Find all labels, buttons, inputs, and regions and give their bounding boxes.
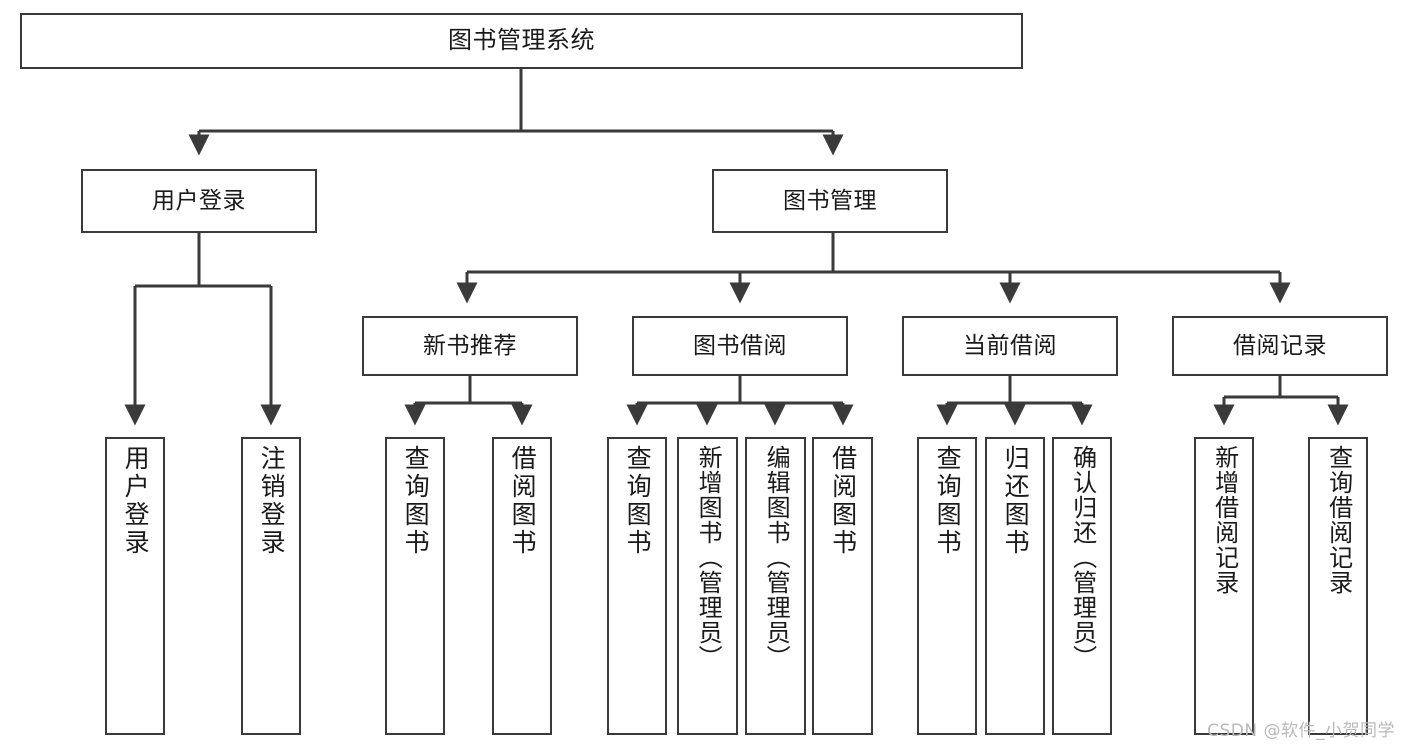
node-label: 借阅图书 bbox=[508, 445, 538, 557]
node-leaf-query-borrow-record[interactable]: 查询借阅记录 bbox=[1308, 437, 1368, 735]
node-leaf-user-login[interactable]: 用户登录 bbox=[105, 437, 165, 735]
node-label: 新书推荐 bbox=[423, 332, 517, 359]
node-borrow-record[interactable]: 借阅记录 bbox=[1172, 316, 1388, 376]
node-label: 编辑图书（管理员） bbox=[762, 445, 791, 670]
node-label: 新增借阅记录 bbox=[1210, 445, 1239, 595]
node-label: 借阅图书 bbox=[828, 445, 858, 557]
node-book-manage[interactable]: 图书管理 bbox=[712, 169, 948, 233]
node-label: 确认归还（管理员） bbox=[1068, 445, 1097, 670]
node-label: 当前借阅 bbox=[963, 332, 1057, 359]
node-label: 查询图书 bbox=[933, 445, 963, 557]
node-label: 归还图书 bbox=[1001, 445, 1031, 557]
node-label: 用户登录 bbox=[121, 445, 151, 557]
node-label: 图书借阅 bbox=[693, 332, 787, 359]
node-book-borrow[interactable]: 图书借阅 bbox=[632, 316, 848, 376]
node-label: 注销登录 bbox=[257, 445, 287, 557]
node-label: 图书管理 bbox=[783, 187, 877, 214]
node-label: 图书管理系统 bbox=[448, 26, 595, 55]
node-leaf-query-book-current[interactable]: 查询图书 bbox=[917, 437, 977, 735]
node-user-login[interactable]: 用户登录 bbox=[81, 169, 317, 233]
node-leaf-edit-book-admin[interactable]: 编辑图书（管理员） bbox=[745, 437, 806, 735]
node-label: 查询借阅记录 bbox=[1324, 445, 1353, 595]
node-current-borrow[interactable]: 当前借阅 bbox=[902, 316, 1118, 376]
node-leaf-query-book-borrow[interactable]: 查询图书 bbox=[607, 437, 667, 735]
csdn-watermark: CSDN @软件_小贺同学 bbox=[1207, 721, 1395, 741]
node-label: 新增图书（管理员） bbox=[694, 445, 723, 670]
node-leaf-query-book-recommendation[interactable]: 查询图书 bbox=[385, 437, 445, 735]
node-label: 查询图书 bbox=[623, 445, 653, 557]
node-leaf-add-book-admin[interactable]: 新增图书（管理员） bbox=[677, 437, 738, 735]
node-root-system[interactable]: 图书管理系统 bbox=[20, 13, 1023, 69]
node-leaf-user-logout[interactable]: 注销登录 bbox=[241, 437, 301, 735]
node-label: 查询图书 bbox=[401, 445, 431, 557]
node-leaf-borrow-book[interactable]: 借阅图书 bbox=[812, 437, 873, 735]
node-leaf-confirm-return-admin[interactable]: 确认归还（管理员） bbox=[1052, 437, 1112, 735]
node-leaf-borrow-book-recommendation[interactable]: 借阅图书 bbox=[492, 437, 552, 735]
node-new-book-recommendation[interactable]: 新书推荐 bbox=[362, 316, 578, 376]
node-label: 借阅记录 bbox=[1233, 332, 1327, 359]
node-label: 用户登录 bbox=[152, 187, 246, 214]
node-leaf-return-book[interactable]: 归还图书 bbox=[985, 437, 1045, 735]
node-leaf-add-borrow-record[interactable]: 新增借阅记录 bbox=[1194, 437, 1254, 735]
